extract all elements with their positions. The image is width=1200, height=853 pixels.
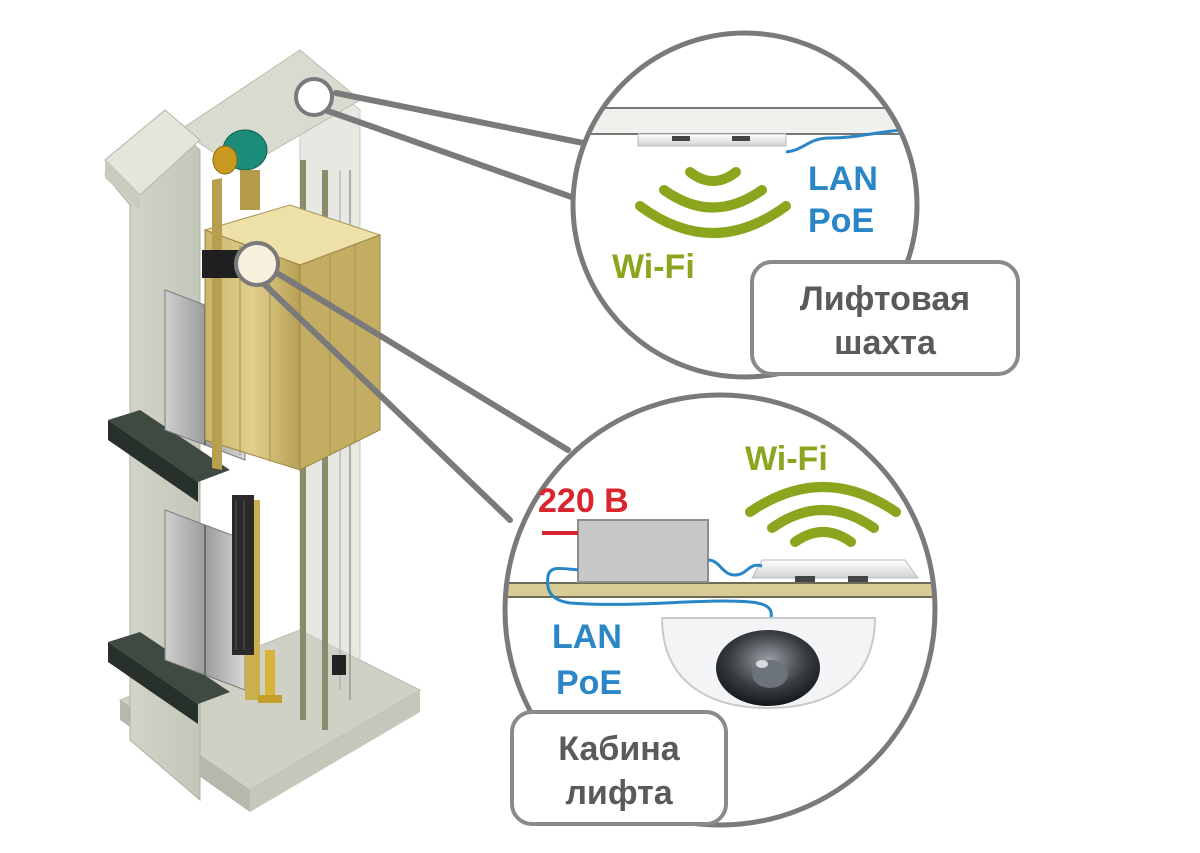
cabin-location-line2: лифта: [565, 774, 673, 812]
shaft-location-line1: Лифтовая: [800, 280, 970, 318]
cabin-roof-board: [505, 582, 935, 598]
floor-ledge-upper: [108, 410, 230, 502]
cabin-wifi-signal-icon: [745, 482, 901, 547]
shaft-ceiling-slab: [573, 107, 917, 135]
pit-buffer: [265, 650, 275, 700]
shaft-location-badge: Лифтовая шахта: [750, 260, 1020, 376]
shaft-wifi-label: Wi-Fi: [612, 248, 695, 286]
shaft-detail-callout: LAN PoE Wi-Fi Лифтовая шахта: [570, 30, 1020, 380]
cabin-lan-cable-ap: [707, 558, 763, 577]
cabin-power-label: 220 В: [538, 482, 629, 520]
marker-shaft-ceiling: [294, 77, 334, 117]
shaft-poe-label: PoE: [808, 202, 874, 240]
dome-camera-icon: [660, 617, 877, 710]
shaft-lan-label: LAN: [808, 160, 878, 198]
shaft-location-line2: шахта: [834, 324, 937, 362]
cabin-detail-callout: 220 В Wi-Fi LAN PoE Кабина лифта: [502, 392, 938, 828]
cabin-location-badge: Кабина лифта: [510, 710, 728, 826]
cabin-poe-label: PoE: [556, 664, 622, 702]
power-supply-box: [577, 519, 709, 583]
cabin-lan-cable-camera: [546, 566, 773, 623]
counterweight: [232, 495, 254, 655]
shaft-lan-cable: [785, 126, 917, 154]
cabin-lan-label: LAN: [552, 618, 622, 656]
marker-cabin-top: [234, 241, 280, 287]
floor-ledge-lower: [108, 632, 230, 724]
cabin-wifi-label: Wi-Fi: [745, 440, 828, 478]
cabin-access-point: [751, 559, 919, 579]
callout-lines: [259, 90, 601, 523]
traction-machine: [212, 129, 268, 210]
shaft-access-point: [637, 133, 787, 147]
cabin-location-line1: Кабина: [558, 730, 681, 768]
shaft-wifi-signal-icon: [635, 167, 791, 238]
elevator-shaft-illustration: [104, 49, 422, 812]
